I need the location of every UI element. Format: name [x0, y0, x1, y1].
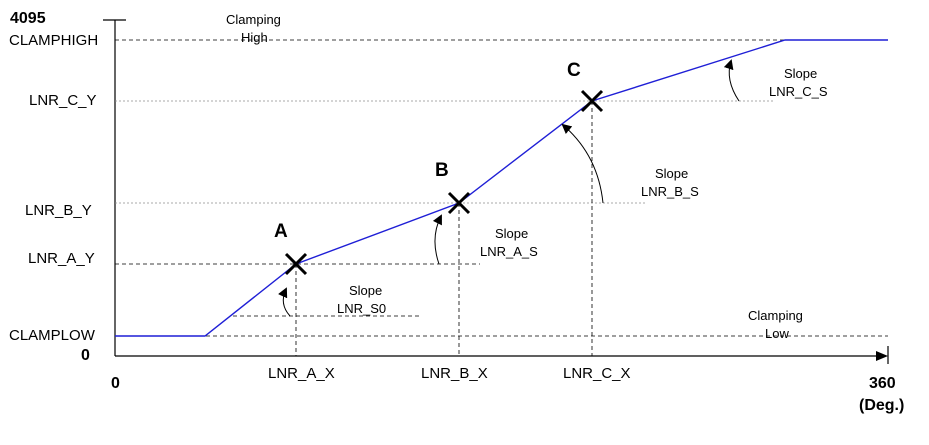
y-label-clamplow: CLAMPLOW [9, 327, 96, 344]
slope-b-line2: LNR_B_S [641, 184, 699, 199]
y-max-label: 4095 [10, 10, 46, 27]
y-label-clamphigh: CLAMPHIGH [9, 32, 98, 49]
point-c-label: C [567, 60, 581, 81]
x-unit-label: (Deg.) [859, 397, 904, 414]
slope-c-line1: Slope [784, 66, 817, 81]
slope-s0-line1: Slope [349, 283, 382, 298]
slope-b-line1: Slope [655, 166, 688, 181]
point-a-marker [284, 252, 308, 276]
clamping-high-line2: High [241, 30, 268, 45]
point-b-label: B [435, 160, 449, 181]
slope-c-arrow [723, 59, 740, 102]
slope-a-arrow [432, 214, 442, 265]
slope-a-line2: LNR_A_S [480, 244, 538, 259]
slope-b-arrow [561, 123, 604, 204]
point-a-label: A [274, 221, 288, 242]
x-label-lnr-b-x: LNR_B_X [421, 365, 488, 382]
clamping-high-line1: Clamping [226, 12, 281, 27]
clamping-low-line1: Clamping [748, 308, 803, 323]
slope-c-line2: LNR_C_S [769, 84, 828, 99]
x-label-lnr-a-x: LNR_A_X [268, 365, 335, 382]
point-c-marker [580, 89, 604, 113]
x-max-label: 360 [869, 375, 896, 392]
slope-a-line1: Slope [495, 226, 528, 241]
y-label-lnr-a-y: LNR_A_Y [28, 250, 95, 267]
slope-s0-arrow [278, 287, 291, 317]
slope-s0-line2: LNR_S0 [337, 301, 386, 316]
point-b-marker [447, 191, 471, 215]
clamping-low-line2: Low [765, 326, 789, 341]
y-zero-label: 0 [81, 347, 90, 364]
x-label-lnr-c-x: LNR_C_X [563, 365, 631, 382]
y-label-lnr-b-y: LNR_B_Y [25, 202, 92, 219]
x-axis-arrow [876, 351, 888, 361]
x-zero-label: 0 [111, 375, 120, 392]
y-label-lnr-c-y: LNR_C_Y [29, 92, 97, 109]
